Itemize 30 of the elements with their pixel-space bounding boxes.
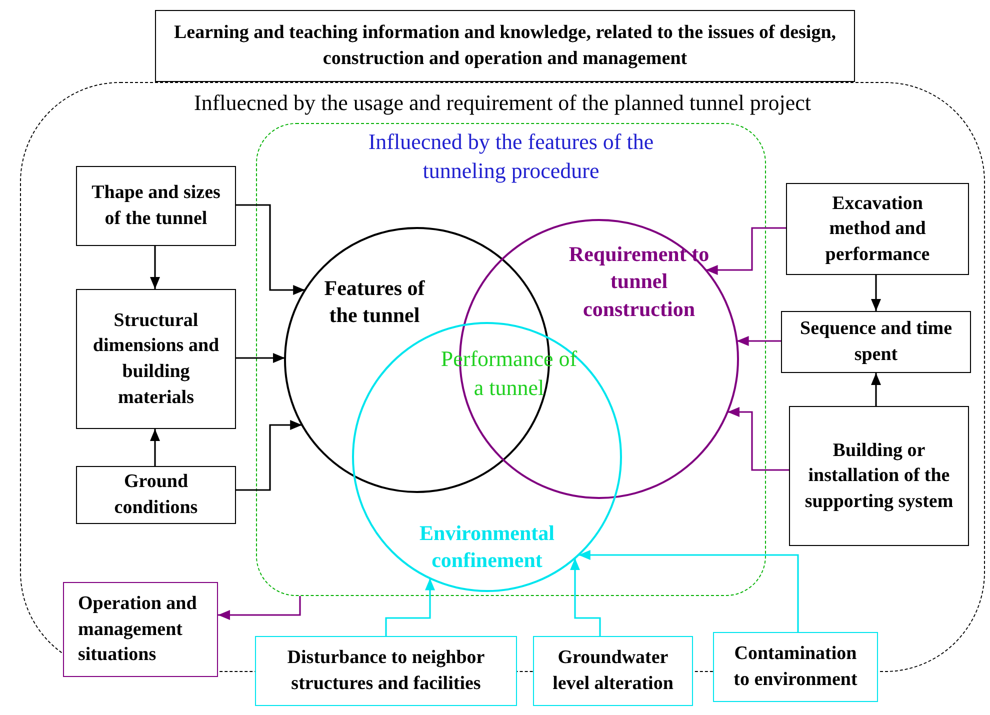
process-box: Building or installation of the supporting system [789, 406, 969, 546]
group-title: Influecned by the usage and requirement of the planned tunnel project [193, 89, 812, 117]
arrow [236, 204, 306, 295]
arrow [871, 275, 881, 311]
arrow [150, 429, 160, 466]
group-frame [256, 123, 766, 596]
circle-label: Features of the tunnel [323, 275, 426, 330]
arrow [736, 336, 781, 346]
process-box: Ground conditions [76, 466, 236, 524]
process-box: Excavation method and performance [786, 183, 969, 275]
arrow [218, 596, 301, 620]
process-box: Thape and sizes of the tunnel [76, 166, 236, 246]
arrow [578, 550, 799, 632]
arrow [150, 246, 160, 289]
arrow [706, 227, 786, 275]
process-box: Sequence and time spent [781, 311, 971, 373]
circle-label: Environmental confinement [418, 520, 556, 574]
process-box: Contamination to environment [713, 632, 878, 702]
venn-circle [352, 322, 622, 592]
process-box: Learning and teaching information and knowledge, related to the issues of design, construction and operation and management [155, 10, 855, 82]
group-title: Influecned by the features of the tunneling procedure [367, 128, 655, 185]
process-box: Structural dimensions and building materials [76, 289, 236, 429]
arrow [236, 353, 285, 363]
process-box: Disturbance to neighbor structures and facilities [255, 636, 517, 706]
arrow [570, 558, 601, 636]
arrow [871, 373, 881, 406]
process-box: Groundwater level alteration [533, 636, 693, 706]
arrow [236, 420, 302, 491]
arrow [728, 407, 789, 471]
arrow [385, 578, 435, 636]
